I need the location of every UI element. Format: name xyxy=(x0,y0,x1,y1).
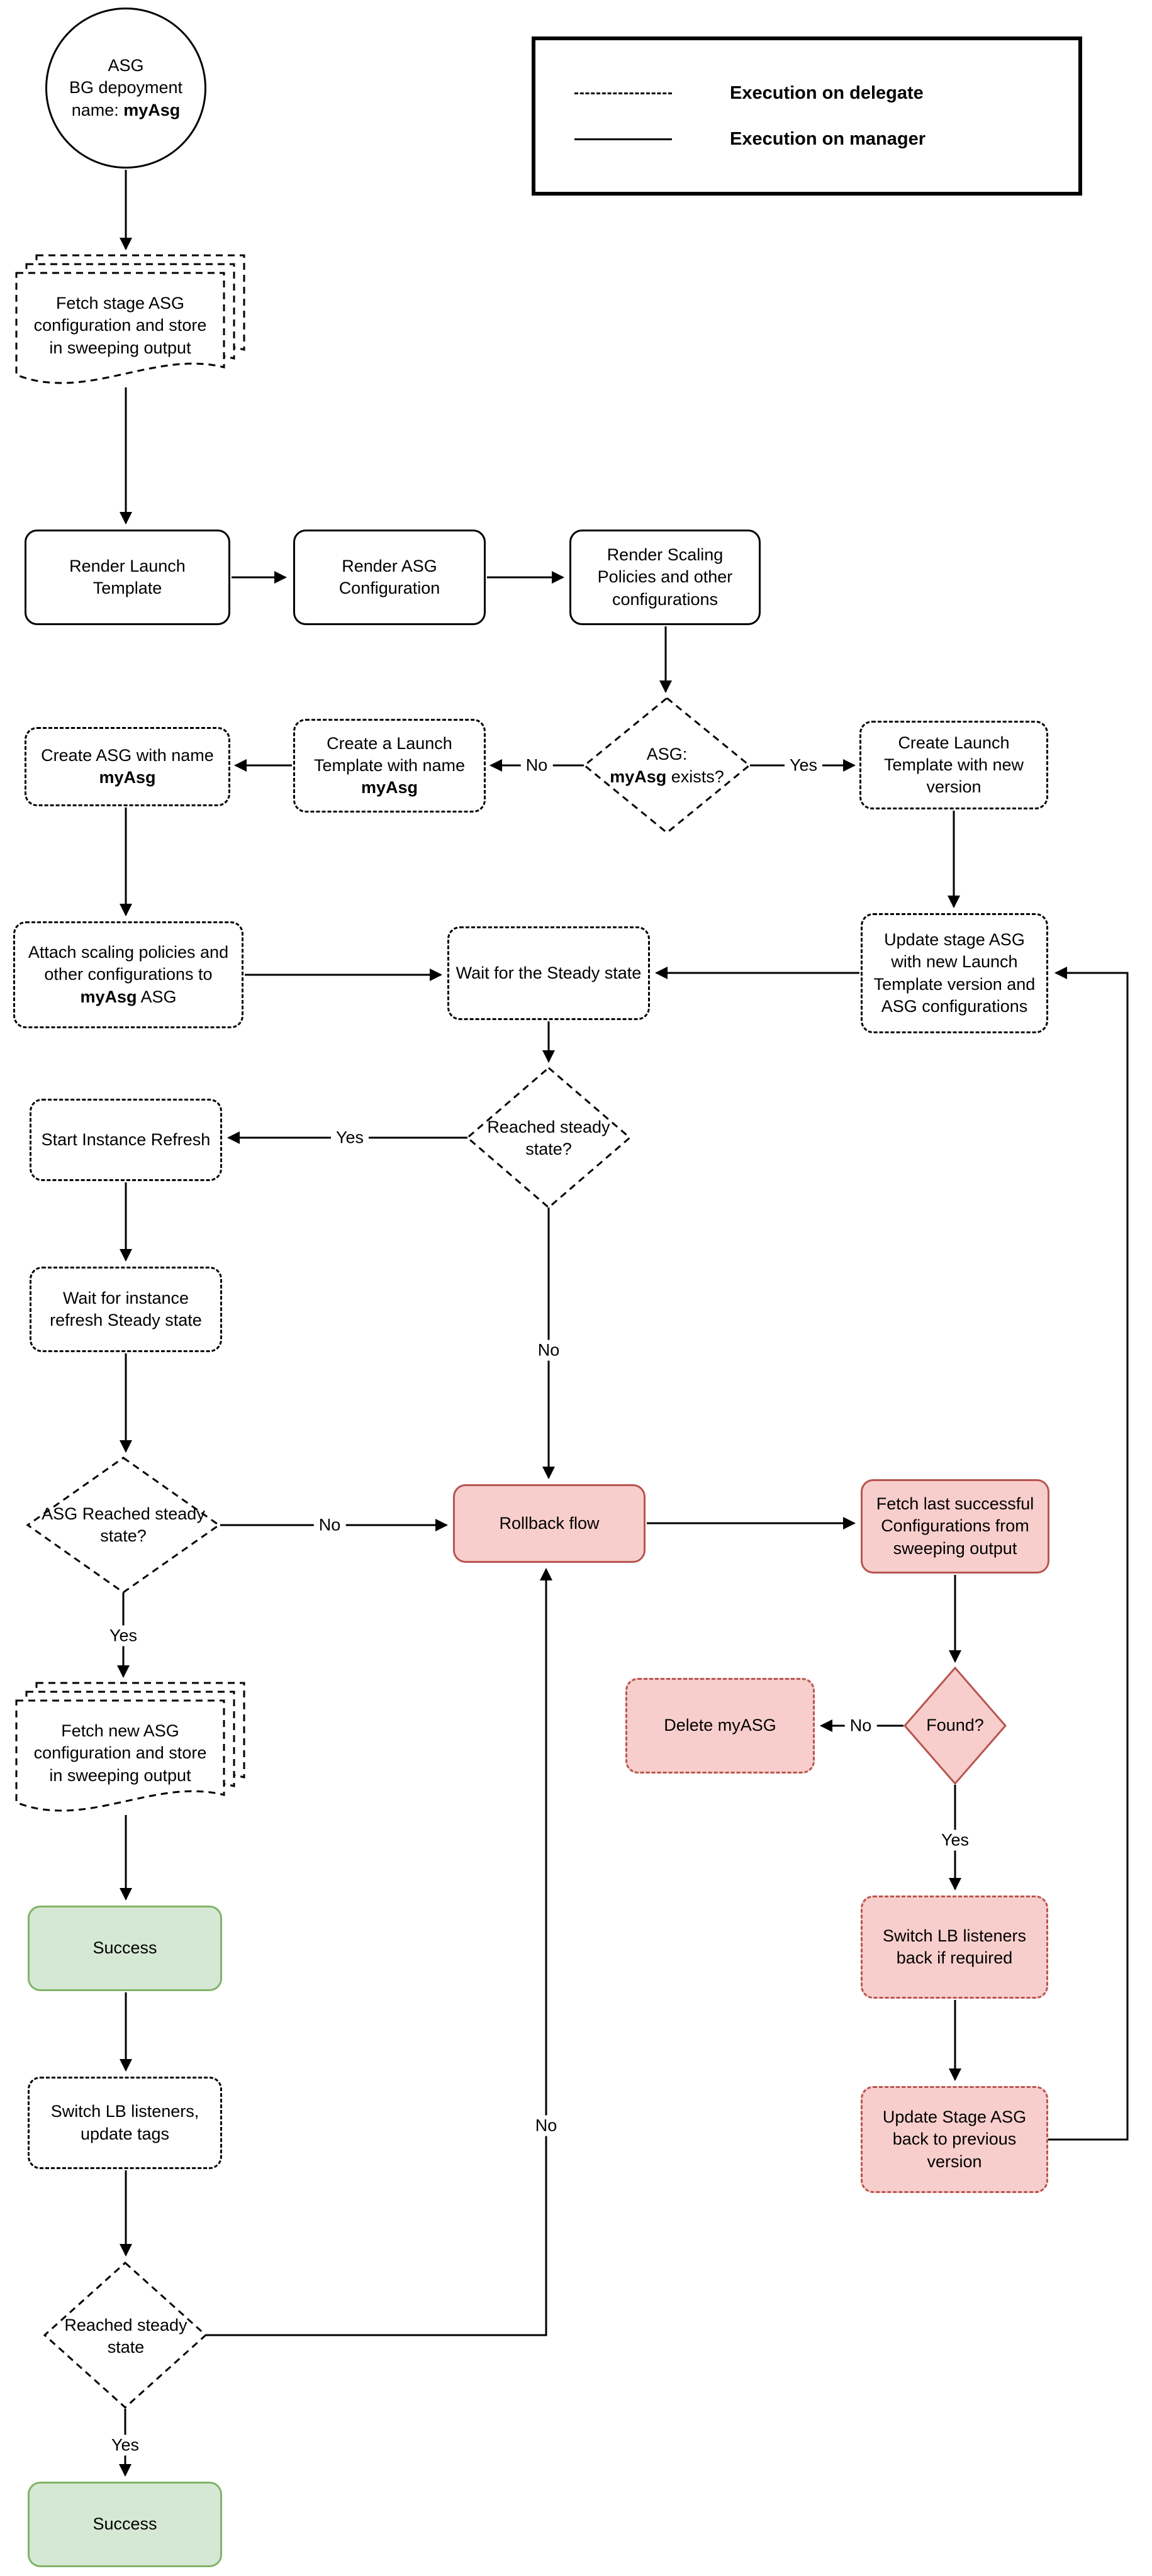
edge-label-yes-asg-exists: Yes xyxy=(784,755,823,776)
render-scaling-policies-node: Render Scaling Policies and other config… xyxy=(569,530,761,625)
reached-steady-state-diamond xyxy=(466,1067,632,1209)
edge-reached2-no-loop-to-rollback xyxy=(206,1568,552,2336)
found-diamond xyxy=(903,1666,1007,1785)
asg-exists-diamond xyxy=(583,697,751,834)
asg-exists-diamond-label: ASG: myAsg exists? xyxy=(610,745,724,786)
legend-label-manager: Execution on manager xyxy=(730,128,926,149)
start-instance-refresh-node: Start Instance Refresh xyxy=(30,1099,222,1181)
create-launch-template-named-node: Create a Launch Template with name myAsg xyxy=(293,719,486,813)
edge-update-back-loop-to-update-stage xyxy=(1048,967,1129,2141)
edge-label-yes-asg-reached: Yes xyxy=(104,1625,143,1646)
rollback-flow-node: Rollback flow xyxy=(453,1484,646,1563)
wait-for-steady-state-node: Wait for the Steady state xyxy=(447,926,650,1020)
delete-myasg-node: Delete myASG xyxy=(625,1678,815,1774)
render-launch-template-node: Render Launch Template xyxy=(25,530,230,625)
switch-lb-listeners-tags-node: Switch LB listeners, update tags xyxy=(28,2077,222,2169)
render-asg-configuration-node: Render ASG Configuration xyxy=(293,530,486,625)
edge-label-yes-reached-steady: Yes xyxy=(330,1127,369,1148)
legend-row-manager: Execution on manager xyxy=(574,129,1078,150)
dashed-line-sample xyxy=(574,92,672,94)
success-node-2: Success xyxy=(28,2482,222,2567)
switch-lb-listeners-back-node: Switch LB listeners back if required xyxy=(861,1896,1048,1999)
create-launch-template-new-version-node: Create Launch Template with new version xyxy=(859,721,1048,809)
reached-steady-state-2-diamond xyxy=(43,2261,208,2409)
start-node: ASG BG depoyment name: myAsg xyxy=(45,8,206,169)
edge-label-no-asg-exists: No xyxy=(520,755,553,776)
attach-scaling-policies-node: Attach scaling policies and other config… xyxy=(13,921,243,1028)
asg-reached-diamond-label: ASG Reached steady state? xyxy=(42,1504,205,1545)
fetch-new-document-shape xyxy=(15,1682,245,1812)
fetch-new-config-node: Fetch new ASG configuration and store in… xyxy=(33,1721,207,1785)
found-diamond-label: Found? xyxy=(926,1716,984,1735)
update-stage-asg-back-node: Update Stage ASG back to previous versio… xyxy=(861,2086,1048,2193)
edge-label-no-reached-steady-2: No xyxy=(530,2115,562,2136)
update-stage-asg-node: Update stage ASG with new Launch Templat… xyxy=(861,913,1048,1033)
fetch-stage-node: Fetch stage ASG configuration and store … xyxy=(33,294,207,357)
legend-row-delegate: Execution on delegate xyxy=(574,83,1078,104)
asg-reached-steady-state-diamond xyxy=(26,1457,221,1594)
edge-label-yes-found: Yes xyxy=(936,1829,975,1851)
edge-label-yes-reached-steady-2: Yes xyxy=(106,2434,145,2456)
reached-steady-state-2-diamond-label: Reached steady state xyxy=(64,2315,187,2357)
edge-label-no-reached-steady: No xyxy=(532,1340,565,1361)
reached-steady-state-diamond-label: Reached steady state? xyxy=(487,1117,610,1158)
edge-label-no-found: No xyxy=(844,1715,877,1736)
wait-instance-refresh-node: Wait for instance refresh Steady state xyxy=(30,1267,222,1352)
fetch-stage-document-shape xyxy=(15,254,245,384)
solid-line-sample xyxy=(574,138,672,140)
fetch-last-successful-node: Fetch last successful Configurations fro… xyxy=(861,1479,1049,1574)
edge-label-no-asg-reached: No xyxy=(313,1514,346,1536)
create-asg-node: Create ASG with name myAsg xyxy=(25,727,230,806)
legend: Execution on delegate Execution on manag… xyxy=(532,36,1082,196)
legend-label-delegate: Execution on delegate xyxy=(730,82,924,103)
success-node-1: Success xyxy=(28,1906,222,1991)
